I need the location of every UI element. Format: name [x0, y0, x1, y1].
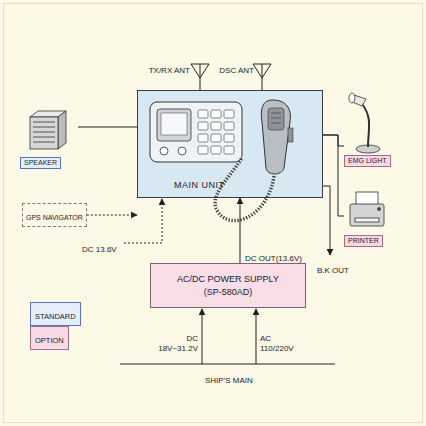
radio-unit	[157, 109, 191, 141]
main-unit-ground	[137, 90, 323, 198]
printer-unit: PRINTER	[344, 186, 393, 247]
handset	[271, 123, 281, 124]
keypad	[198, 146, 208, 154]
printer-icon	[355, 218, 379, 222]
legend-swatch: OPTION	[30, 326, 69, 350]
keypad	[211, 134, 221, 142]
speaker-icon	[33, 132, 55, 133]
radio-unit	[161, 113, 187, 135]
speaker-icon	[58, 111, 66, 149]
box-label: SPEAKER	[20, 157, 61, 169]
antenna-label: DSC ANT	[219, 66, 254, 75]
box-label: PRINTER	[344, 235, 383, 247]
connector-line	[323, 135, 344, 216]
radio-unit	[178, 147, 186, 155]
antenna-symbol	[191, 64, 209, 90]
optional-device-box: GPS NAVIGATOR	[22, 203, 87, 227]
wire	[202, 309, 203, 364]
keypad	[198, 122, 208, 130]
handset	[261, 100, 293, 174]
radio-unit	[150, 102, 242, 162]
signal-label: DC 13.6V	[82, 245, 117, 254]
emg-light-icon	[349, 93, 355, 103]
handset	[288, 128, 293, 142]
connector-line	[323, 135, 344, 146]
keypad	[224, 122, 234, 130]
printer-icon	[378, 208, 381, 211]
emg-light-icon	[349, 93, 380, 153]
connector-line	[87, 215, 137, 216]
box-label: (SP-580AD)	[204, 286, 253, 298]
emg-light-icon	[362, 104, 369, 147]
connector-label: DC OUT(13.6V)	[245, 254, 302, 263]
wire	[120, 186, 335, 364]
keypad	[211, 122, 221, 130]
speaker-icon	[30, 117, 58, 149]
connector-line	[240, 198, 241, 263]
printer-icon	[350, 192, 384, 226]
handset	[271, 118, 281, 119]
keypad	[224, 134, 234, 142]
wire	[120, 364, 335, 365]
wire	[256, 309, 257, 364]
legend-swatch: STANDARD	[30, 302, 81, 326]
keypad	[211, 146, 221, 154]
supply-label: DC	[186, 334, 198, 343]
keypad	[224, 146, 234, 154]
wire	[323, 186, 330, 255]
bus-label: SHIP'S MAIN	[205, 376, 253, 385]
antenna-symbol	[253, 64, 271, 90]
keypad	[211, 110, 221, 118]
box-label: EMG LIGHT	[344, 155, 391, 167]
speaker-icon	[30, 111, 66, 149]
handset	[268, 108, 284, 130]
keypad	[224, 110, 234, 118]
keypad	[198, 110, 208, 118]
main-unit-box: MAIN UNIT	[137, 90, 323, 198]
legend-text: STANDARD	[35, 312, 76, 321]
printer-icon	[356, 192, 378, 205]
antenna-symbol	[191, 64, 271, 90]
supply-label: 110/220V	[260, 344, 294, 353]
radio-unit	[150, 102, 242, 162]
speaker-icon	[33, 137, 55, 138]
box-label: MAIN UNIT	[174, 180, 225, 190]
box-label: GPS NAVIGATOR	[26, 214, 83, 221]
speaker-unit: SPEAKER	[20, 108, 78, 169]
signal-label: B.K OUT	[317, 266, 349, 275]
legend-text: OPTION	[35, 336, 64, 345]
handset	[261, 100, 290, 174]
speaker-icon	[33, 142, 55, 143]
keypad	[198, 110, 234, 154]
speaker-icon	[33, 127, 55, 128]
connector-line	[78, 127, 137, 128]
antenna-label: TX/RX ANT	[149, 66, 190, 75]
emg-light-unit: EMG LIGHT	[344, 90, 401, 167]
printer-icon	[350, 204, 384, 226]
supply-label: AC	[260, 334, 271, 343]
speaker-icon	[33, 122, 55, 123]
radio-unit	[160, 147, 168, 155]
supply-label: 18V~31.2V	[158, 344, 198, 353]
keypad	[198, 134, 208, 142]
box-label: AC/DC POWER SUPPLY	[177, 273, 279, 285]
power-supply-box: AC/DC POWER SUPPLY(SP-580AD)	[150, 263, 306, 308]
handset	[271, 113, 281, 114]
wire	[124, 199, 162, 243]
